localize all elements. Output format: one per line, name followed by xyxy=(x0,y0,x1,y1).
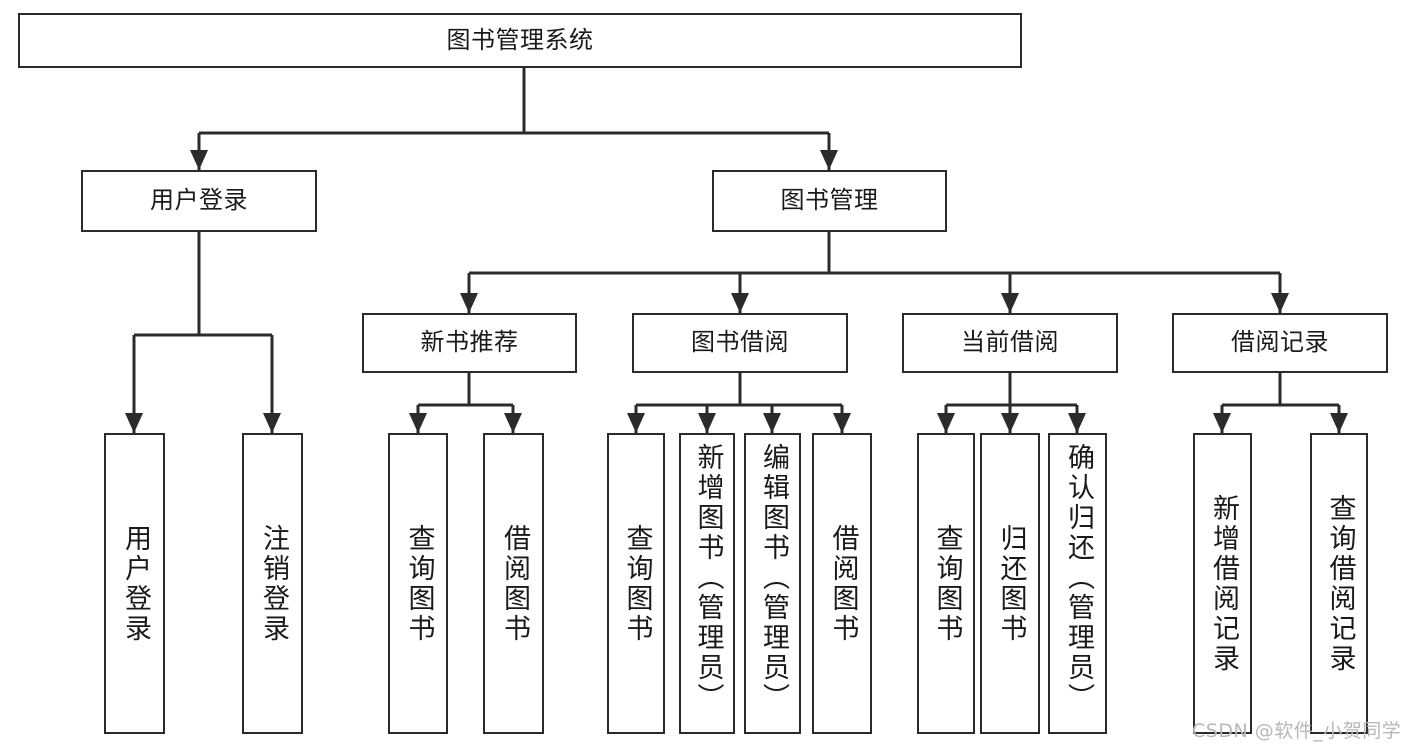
node-label: 图书管理 xyxy=(780,186,879,215)
node-label: 借阅图书 xyxy=(498,523,530,644)
node-leaf-query-book-rec[interactable]: 查询图书 xyxy=(388,433,448,734)
node-label: 用户登录 xyxy=(119,523,151,644)
node-leaf-query-book-current[interactable]: 查询图书 xyxy=(917,433,975,734)
node-book-borrow[interactable]: 图书借阅 xyxy=(632,313,848,373)
arrowhead-leaf-borrow-book-rec xyxy=(504,413,522,433)
arrowhead-book-borrow xyxy=(731,293,749,313)
arrowhead-leaf-add-book-admin xyxy=(698,413,716,433)
node-leaf-add-book-admin[interactable]: 新增图书（管理员） xyxy=(679,433,735,734)
node-leaf-edit-book-admin[interactable]: 编辑图书（管理员） xyxy=(744,433,801,734)
node-leaf-user-logout[interactable]: 注销登录 xyxy=(242,433,303,734)
node-label: 借阅记录 xyxy=(1231,328,1329,357)
node-label: 新书推荐 xyxy=(420,328,519,357)
arrowhead-leaf-confirm-return-admin xyxy=(1068,413,1086,433)
node-label: 注销登录 xyxy=(257,523,289,644)
arrowhead-new-book-recommend xyxy=(460,293,478,313)
node-leaf-borrow-book-rec[interactable]: 借阅图书 xyxy=(483,433,544,734)
node-leaf-query-book-borrow[interactable]: 查询图书 xyxy=(607,433,665,734)
node-label: 图书管理系统 xyxy=(446,25,594,54)
node-borrow-record[interactable]: 借阅记录 xyxy=(1172,313,1388,373)
arrowhead-leaf-query-borrow-record xyxy=(1330,413,1348,433)
arrowhead-current-borrow xyxy=(1001,293,1019,313)
arrowhead-leaf-user-logout xyxy=(263,413,281,433)
node-label: 查询图书 xyxy=(403,523,435,644)
node-label: 图书借阅 xyxy=(691,328,789,357)
node-label: 用户登录 xyxy=(150,186,248,215)
node-label: 归还图书 xyxy=(995,523,1027,644)
node-leaf-borrow-book[interactable]: 借阅图书 xyxy=(812,433,872,734)
node-leaf-user-login[interactable]: 用户登录 xyxy=(104,433,165,734)
node-label: 查询借阅记录 xyxy=(1324,493,1356,674)
arrowhead-leaf-borrow-book xyxy=(833,413,851,433)
node-new-book-recommend[interactable]: 新书推荐 xyxy=(362,313,577,373)
arrowhead-leaf-user-login xyxy=(125,413,143,433)
arrowhead-leaf-add-borrow-record xyxy=(1213,413,1231,433)
node-leaf-add-borrow-record[interactable]: 新增借阅记录 xyxy=(1193,433,1252,734)
arrowhead-leaf-query-book-borrow xyxy=(627,413,645,433)
node-label: 编辑图书（管理员） xyxy=(757,443,789,713)
node-label: 借阅图书 xyxy=(827,523,859,644)
node-leaf-return-book[interactable]: 归还图书 xyxy=(980,433,1040,734)
node-label: 查询图书 xyxy=(621,523,653,644)
node-leaf-confirm-return-admin[interactable]: 确认归还（管理员） xyxy=(1048,433,1107,734)
arrowhead-leaf-return-book xyxy=(1001,413,1019,433)
node-user-login[interactable]: 用户登录 xyxy=(81,170,317,232)
arrowhead-leaf-edit-book-admin xyxy=(763,413,781,433)
node-leaf-query-borrow-record[interactable]: 查询借阅记录 xyxy=(1310,433,1368,734)
node-root[interactable]: 图书管理系统 xyxy=(18,13,1022,68)
node-label: 确认归还（管理员） xyxy=(1062,443,1094,713)
arrowhead-book-manage xyxy=(820,150,838,170)
node-label: 新增借阅记录 xyxy=(1207,493,1239,674)
arrowhead-borrow-record xyxy=(1271,293,1289,313)
arrowhead-leaf-query-book-current xyxy=(937,413,955,433)
arrowhead-user-login xyxy=(190,150,208,170)
node-current-borrow[interactable]: 当前借阅 xyxy=(902,313,1118,373)
node-label: 新增图书（管理员） xyxy=(692,443,724,713)
node-label: 当前借阅 xyxy=(961,328,1059,357)
node-book-manage[interactable]: 图书管理 xyxy=(712,170,947,232)
node-label: 查询图书 xyxy=(931,523,963,644)
arrowhead-leaf-query-book-rec xyxy=(409,413,427,433)
